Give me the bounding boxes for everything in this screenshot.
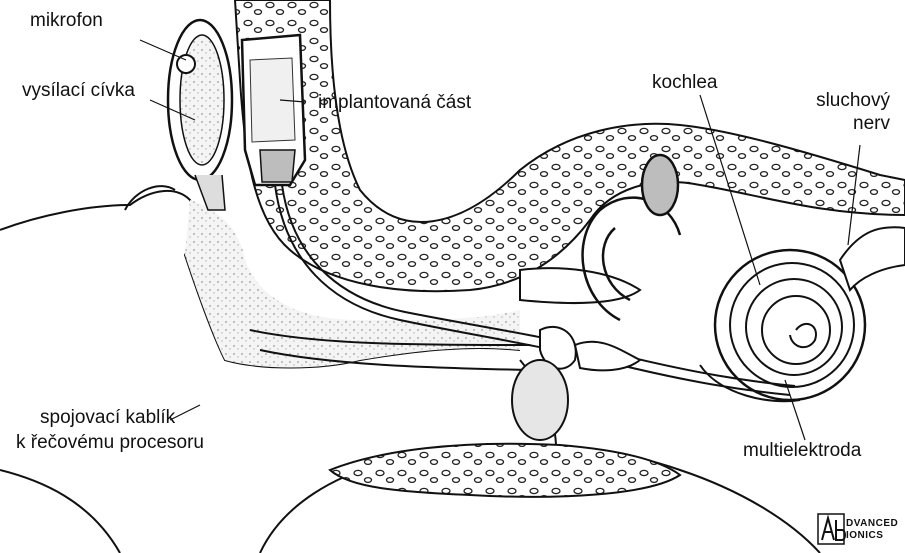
label-kochlea: kochlea: [652, 72, 718, 94]
label-multielektroda: multielektroda: [743, 440, 861, 462]
label-nerv: nerv: [800, 113, 890, 135]
label-implantovana-cast: implantovaná část: [318, 92, 471, 114]
auditory-nerve: [840, 227, 905, 290]
label-k-recovemu-procesoru: k řečovému procesoru: [16, 432, 204, 454]
jaw-bone: [330, 444, 680, 497]
label-mikrofon: mikrofon: [30, 10, 103, 32]
label-vysilaci-civka: vysílací cívka: [22, 80, 135, 102]
external-transmitter: [168, 20, 232, 210]
advanced-bionics-logo: [818, 514, 845, 544]
label-spojovaci-kablik: spojovací kablík: [40, 407, 175, 429]
middle-ear: [512, 268, 640, 460]
logo-line2: IONICS: [846, 530, 883, 541]
label-sluchovy: sluchový: [800, 90, 890, 112]
logo-line1: DVANCED: [846, 518, 898, 529]
implant-receiver: [242, 35, 305, 185]
skull-bone: [235, 0, 905, 291]
cochlea-spiral: [700, 250, 865, 401]
